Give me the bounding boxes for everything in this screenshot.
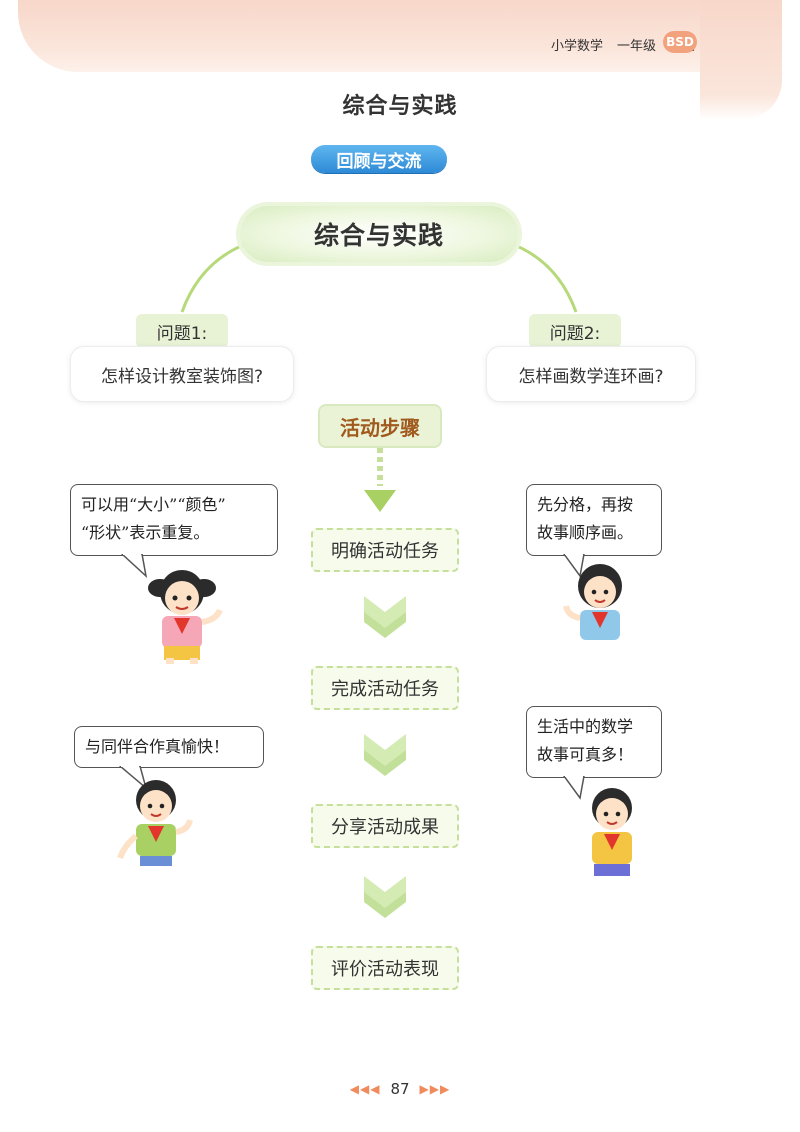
question-2-tag: 问题2: (529, 314, 621, 348)
question-2-text: 怎样画数学连环画? (486, 346, 696, 402)
page-footer: ◀◀◀ 87 ▶▶▶ (0, 1080, 800, 1098)
step-4: 评价活动表现 (311, 946, 459, 990)
boy-illustration-right (592, 788, 632, 876)
connector-right-arc (511, 242, 578, 313)
bubble-tail (118, 766, 148, 790)
step-1: 明确活动任务 (311, 528, 459, 572)
flow-arrow (364, 448, 396, 512)
bubble-line: 与同伴合作真愉快！ (85, 737, 230, 756)
header-corner-decoration (700, 0, 782, 120)
page-title: 综合与实践 (342, 94, 458, 119)
girl-illustration-right (563, 564, 622, 640)
step-3: 分享活动成果 (311, 804, 459, 848)
section-label: 回顾与交流 (311, 145, 447, 173)
speech-bubble-boy-right: 生活中的数学 故事可真多！ (526, 706, 662, 778)
bubble-tail (563, 554, 585, 578)
chevron-down-icon (364, 876, 406, 918)
center-topic: 综合与实践 (240, 206, 518, 262)
bubble-line: “形状”表示重复。 (81, 523, 210, 542)
arrow-right-icon: ▶▶▶ (419, 1082, 451, 1096)
bubble-line: 可以用“大小”“颜色” (81, 495, 226, 514)
bubble-tail (120, 554, 148, 578)
bubble-line: 先分格，再按 (537, 495, 634, 514)
chevron-down-icon (364, 734, 406, 776)
bubble-line: 故事顺序画。 (537, 523, 634, 542)
arrow-left-icon: ◀◀◀ (349, 1082, 381, 1096)
chevron-down-icon (364, 596, 406, 638)
publisher-badge: BSD (663, 31, 697, 53)
speech-bubble-boy-left: 与同伴合作真愉快！ (74, 726, 264, 768)
speech-bubble-girl-right: 先分格，再按 故事顺序画。 (526, 484, 662, 556)
header-grade: 一年级 (616, 38, 656, 54)
page-number: 87 (390, 1080, 410, 1098)
connector-left-arc (180, 242, 247, 313)
bubble-line: 生活中的数学 (537, 717, 634, 736)
bubble-line: 故事可真多！ (537, 745, 634, 764)
header-band (18, 0, 780, 72)
bubble-tail (563, 776, 585, 800)
boy-illustration-left (117, 780, 193, 866)
speech-bubble-girl-left: 可以用“大小”“颜色” “形状”表示重复。 (70, 484, 278, 556)
topic-connectors (180, 242, 578, 313)
activity-steps-label: 活动步骤 (318, 404, 442, 448)
girl-illustration-left (148, 570, 223, 664)
question-1-tag: 问题1: (136, 314, 228, 348)
step-2: 完成活动任务 (311, 666, 459, 710)
question-1-text: 怎样设计教室装饰图? (70, 346, 294, 402)
header-subject: 小学数学 (550, 38, 603, 54)
